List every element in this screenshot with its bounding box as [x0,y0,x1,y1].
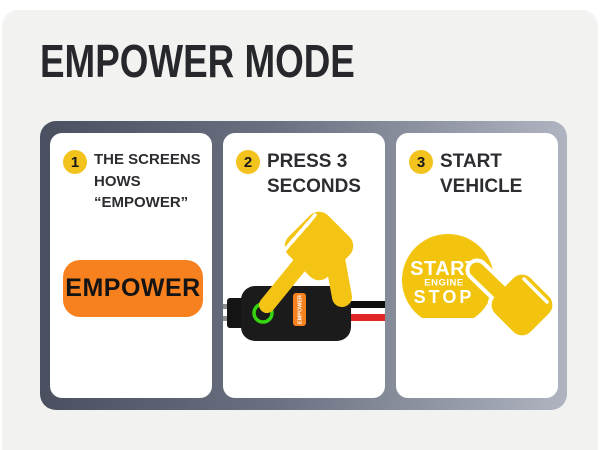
step-panel-3: 3 START VEHICLE START ENGINE STOP [396,133,558,398]
start-engine-button: START ENGINE STOP [402,233,494,318]
start-button-text-start: START [410,258,478,280]
start-button-text-stop: STOP [414,287,475,307]
step-1-heading: THE SCREENS HOWS “EMPOWER” [94,149,201,214]
pointing-hand-icon [465,258,557,340]
device-label-text: EMPOWER [298,295,304,324]
step-2-header: 2 PRESS 3 SECONDS [223,133,385,199]
step-panel-2: 2 PRESS 3 SECONDS EMPOWER [223,133,385,398]
red-wire [347,314,385,321]
press-device-illustration: EMPOWER [223,211,385,341]
knuckle-creases [283,213,317,252]
start-button-face [402,233,494,318]
step-2-heading-line-2: SECONDS [267,176,361,197]
step-1-heading-line-1: THE SCREENS [94,151,201,168]
step-3-heading-line-1: START [440,151,502,172]
step-3-number-badge: 3 [409,150,433,174]
step-1-heading-line-3: “EMPOWER” [94,194,189,211]
device-label-sticker [293,293,306,326]
pressing-hand-icon [259,211,354,313]
black-wire [347,301,385,308]
step-3-heading-line-2: VEHICLE [440,176,523,197]
knuckle-creases [522,277,549,304]
step-2-heading: PRESS 3 SECONDS [267,149,361,199]
empower-screen-button: EMPOWER [63,260,203,317]
step-3-heading: START VEHICLE [440,149,522,199]
controller-device: EMPOWER [223,286,385,341]
page-title: EMPOWER MODE [40,35,355,87]
step-panel-1: 1 THE SCREENS HOWS “EMPOWER” EMPOWER [50,133,212,398]
step-2-heading-line-1: PRESS 3 [267,151,348,172]
start-vehicle-illustration: START ENGINE STOP [402,233,557,340]
background-card: EMPOWER MODE 1 THE SCREENS HOWS “EMPOWER… [2,10,598,450]
step-1-heading-line-2: HOWS [94,172,141,190]
step-3-header: 3 START VEHICLE [396,133,558,199]
steps-frame: 1 THE SCREENS HOWS “EMPOWER” EMPOWER 2 P… [40,121,567,410]
step-1-header: 1 THE SCREENS HOWS “EMPOWER” [50,133,212,214]
step-2-number-badge: 2 [236,150,260,174]
step-1-number-badge: 1 [63,150,87,174]
start-button-text-engine: ENGINE [424,278,463,289]
